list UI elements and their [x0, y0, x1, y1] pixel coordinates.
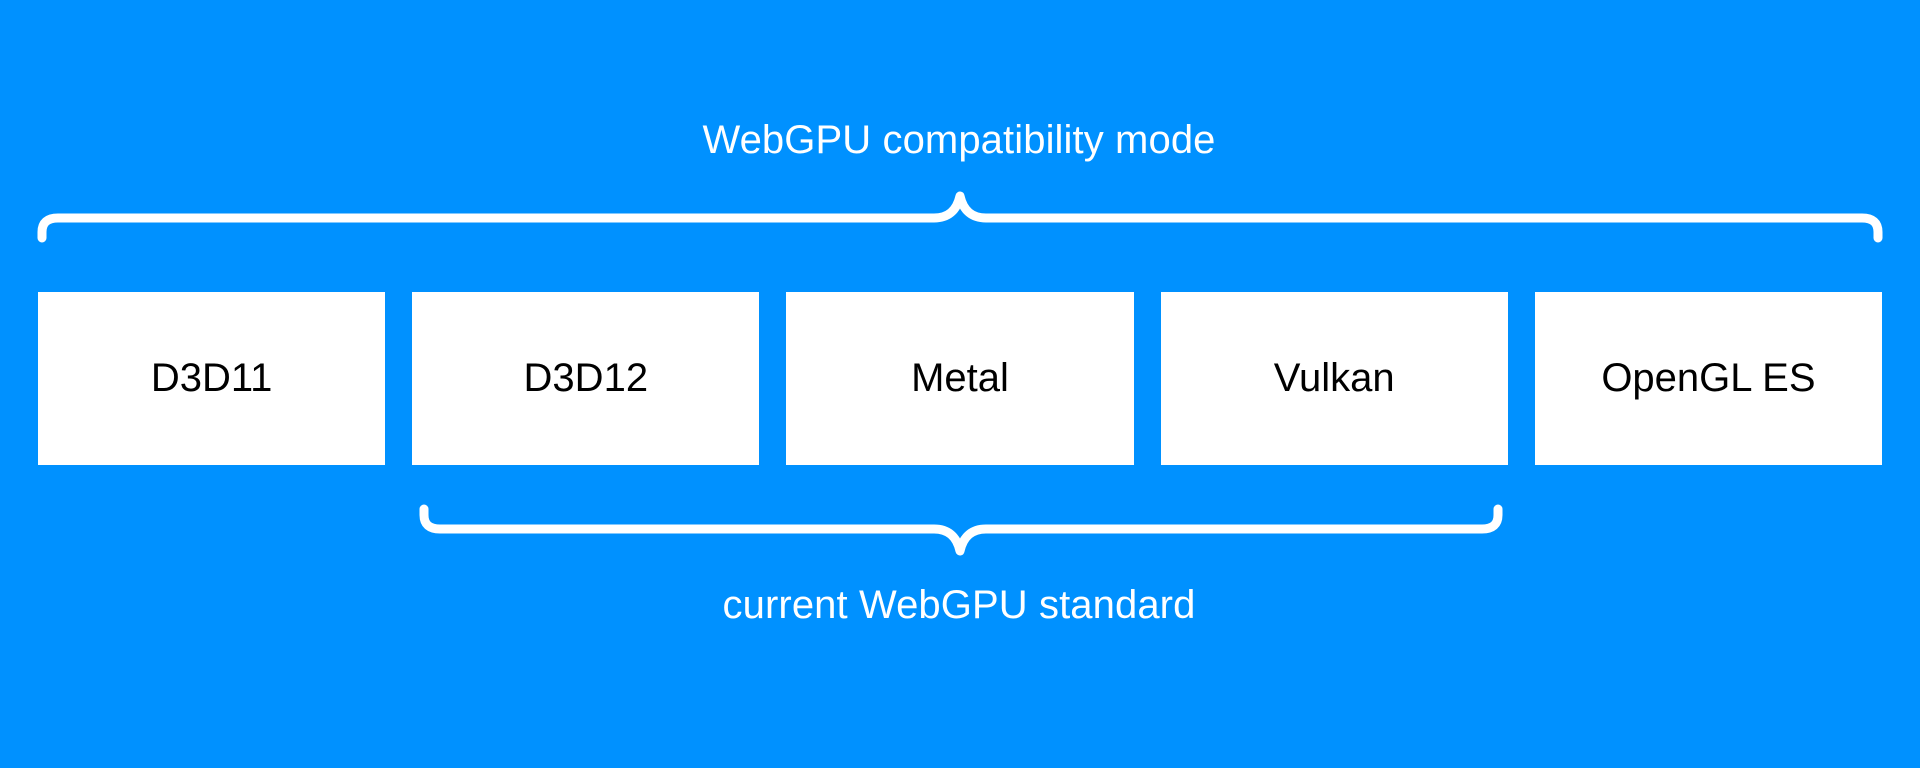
- top-brace-label: WebGPU compatibility mode: [0, 120, 1920, 160]
- bottom-brace-icon: [419, 504, 1503, 556]
- api-box-opengl-es[interactable]: OpenGL ES: [1534, 292, 1883, 465]
- api-box-row: D3D11 D3D12 Metal Vulkan OpenGL ES: [38, 292, 1883, 465]
- api-box-label: Metal: [911, 355, 1009, 400]
- api-box-d3d12[interactable]: D3D12: [412, 292, 760, 465]
- top-brace-icon: [37, 191, 1883, 243]
- bottom-brace-label-text: current WebGPU standard: [722, 583, 1196, 627]
- api-box-label: OpenGL ES: [1601, 355, 1816, 400]
- top-brace-label-text: WebGPU compatibility mode: [702, 118, 1216, 162]
- api-box-label: D3D12: [523, 355, 649, 400]
- api-box-metal[interactable]: Metal: [786, 292, 1134, 465]
- bottom-brace-label: current WebGPU standard: [0, 585, 1920, 625]
- api-box-vulkan[interactable]: Vulkan: [1160, 292, 1508, 465]
- api-box-d3d11[interactable]: D3D11: [38, 292, 386, 465]
- api-box-label: Vulkan: [1273, 355, 1395, 400]
- api-box-label: D3D11: [150, 355, 273, 400]
